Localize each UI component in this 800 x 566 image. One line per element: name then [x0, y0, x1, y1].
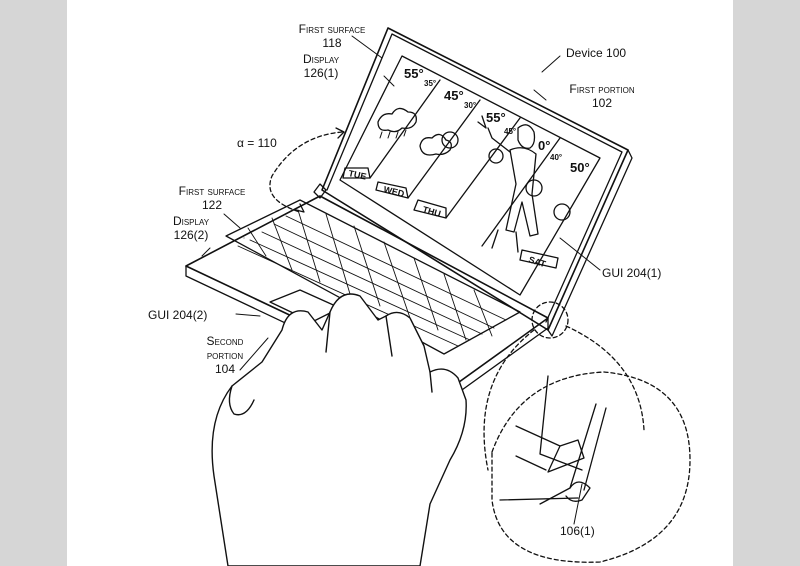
low-1: 35°: [424, 79, 436, 88]
alpha-arc: [269, 131, 343, 213]
low-3: 45°: [504, 127, 516, 136]
label-device-100: Device 100: [566, 46, 627, 60]
high-2: 45°: [444, 88, 464, 103]
keyboard: [237, 209, 507, 347]
high-3: 55°: [486, 110, 506, 125]
zoom-leader-left: [483, 329, 535, 471]
hinge: [313, 183, 327, 199]
high-4: 0°: [538, 138, 550, 153]
label-gui-204-2: GUI 204(2): [148, 308, 208, 322]
arc-arrow-head: [335, 127, 345, 139]
day-1: TUE: [348, 168, 368, 182]
label-first-portion-102: First portion 102: [569, 82, 635, 110]
label-gui-204-1: GUI 204(1): [602, 266, 662, 280]
day-5: SAT: [527, 254, 547, 269]
high-1: 55°: [404, 66, 424, 81]
leader-lines: [201, 35, 601, 525]
day-2: WED: [383, 184, 406, 199]
cloud-icon: [419, 133, 452, 156]
sun-icon: [441, 131, 459, 149]
zoom-leader-right: [565, 325, 645, 431]
high-5: 50°: [570, 160, 590, 175]
label-first-surface-122: First surface 122: [178, 184, 246, 212]
label-second-portion-104: Second portion 104: [206, 334, 244, 376]
first-portion-lid: [321, 27, 633, 337]
label-display-126-2: Display 126(2): [172, 214, 210, 242]
label-display-126-1: Display 126(1): [302, 52, 340, 80]
low-4: 40°: [550, 153, 562, 162]
label-first-surface-118: First surface 118: [298, 22, 366, 50]
sun-icon-3: [525, 179, 543, 197]
label-alpha: α = 110: [237, 136, 277, 150]
display-126-1: [339, 55, 601, 296]
label-hinge-106-1: 106(1): [560, 524, 595, 538]
hand: [211, 293, 467, 566]
sun-icon-4: [553, 203, 571, 221]
presenter-figure: [477, 115, 539, 253]
hinge-detail: [491, 371, 691, 563]
arc-arrow-tail: [295, 203, 305, 213]
day-3: THU: [421, 204, 442, 219]
sun-icon-2: [488, 148, 504, 164]
rain-cloud-icon: [377, 107, 417, 133]
low-2: 30°: [464, 101, 476, 110]
hinge-zoom-marker: [531, 301, 569, 339]
